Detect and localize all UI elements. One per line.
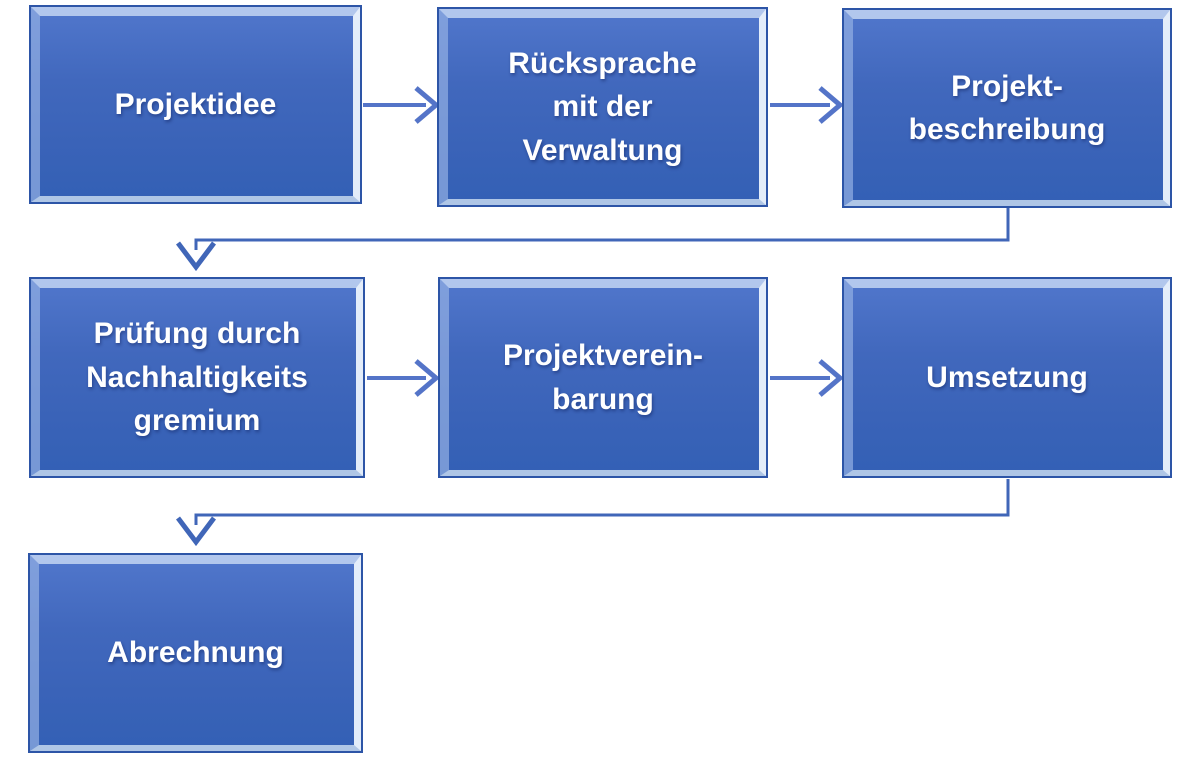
flow-box-projektbeschreibung: Projekt- beschreibung xyxy=(842,8,1172,208)
arrow-ruecksprache-to-projektbeschreibung xyxy=(770,86,844,124)
flow-box-label: Rücksprache mit der Verwaltung xyxy=(508,46,697,167)
flow-box-umsetzung: Umsetzung xyxy=(842,277,1172,478)
flow-box-pruefung-gremium: Prüfung durch Nachhaltigkeits gremium xyxy=(29,277,365,478)
arrow-pruefung-to-projektvereinbarung xyxy=(367,359,440,397)
flow-box-projektidee: Projektidee xyxy=(29,5,362,204)
arrow-projektidee-to-ruecksprache xyxy=(363,86,440,124)
flow-box-label: Prüfung durch Nachhaltigkeits gremium xyxy=(86,317,308,438)
flow-box-ruecksprache: Rücksprache mit der Verwaltung xyxy=(437,7,768,207)
connector-projektbeschreibung-to-pruefung xyxy=(176,206,1010,272)
connector-umsetzung-to-abrechnung xyxy=(176,479,1010,547)
flow-box-label: Projektidee xyxy=(114,87,277,121)
flow-box-label: Projektverein- barung xyxy=(502,339,704,416)
arrow-projektvereinbarung-to-umsetzung xyxy=(770,359,844,397)
flow-box-label: Abrechnung xyxy=(107,636,284,670)
flow-box-abrechnung: Abrechnung xyxy=(28,553,363,753)
flow-box-label: Umsetzung xyxy=(926,360,1088,394)
flow-box-label: Projekt- beschreibung xyxy=(908,69,1106,147)
flow-box-projektvereinbarung: Projektverein- barung xyxy=(438,277,768,478)
